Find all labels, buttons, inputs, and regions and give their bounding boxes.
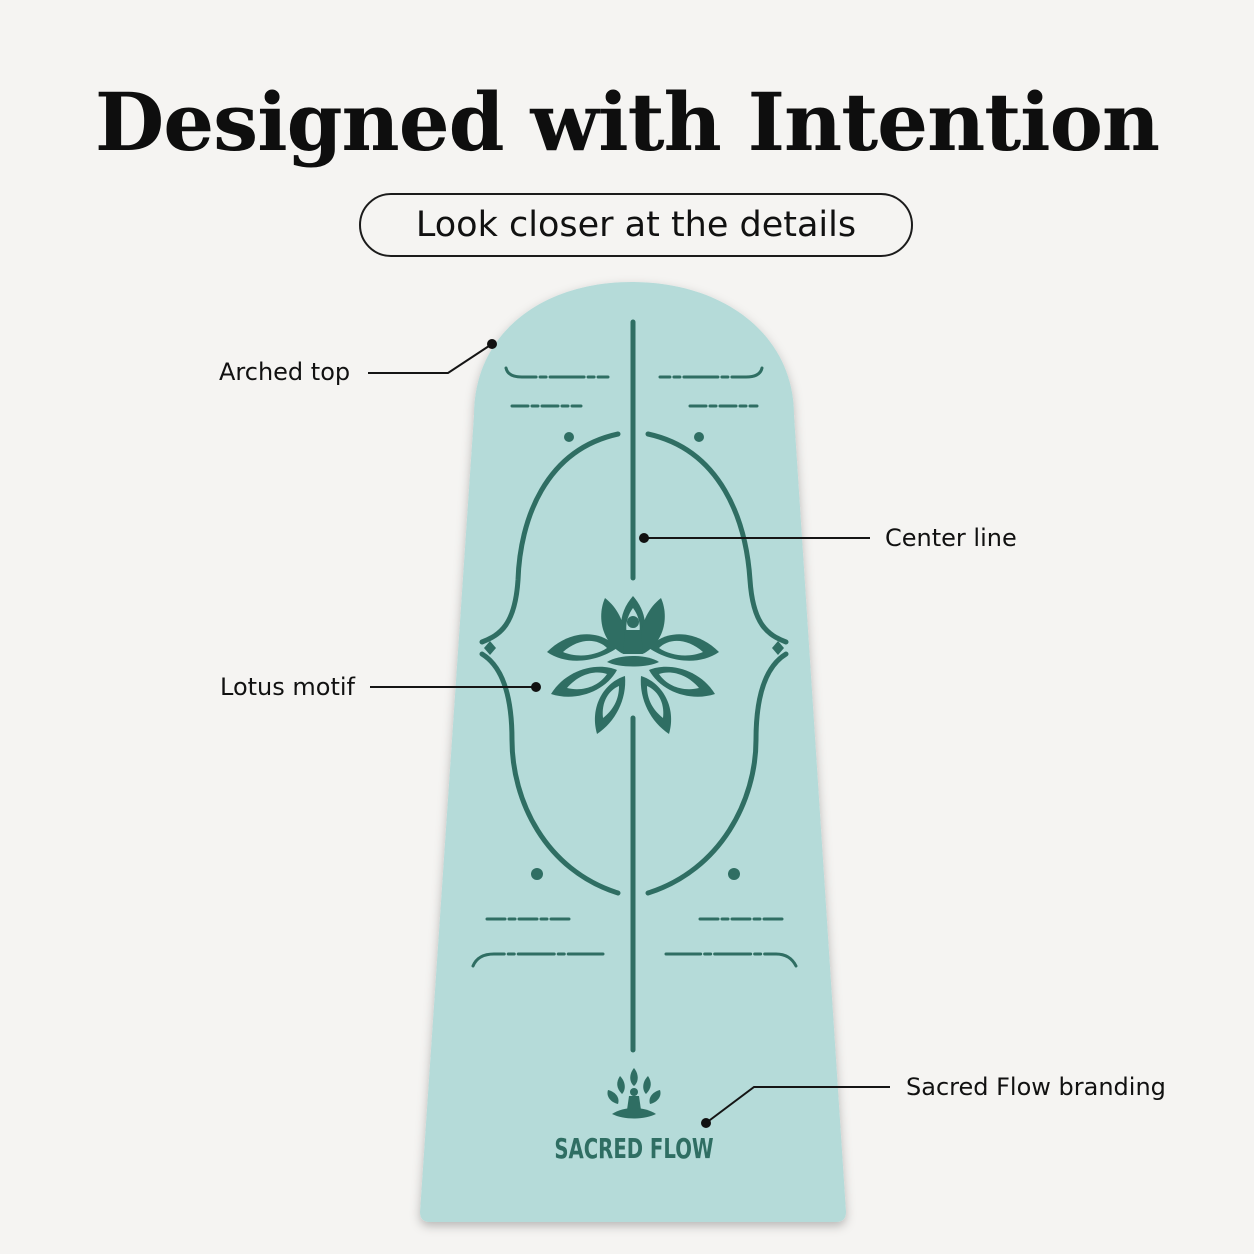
brand-wordmark: SACRED FLOW — [554, 1133, 713, 1165]
callout-branding: Sacred Flow branding — [906, 1073, 1166, 1101]
top-guide-marks — [504, 366, 764, 408]
branding-leader — [705, 1086, 890, 1124]
bottom-guide-marks — [471, 917, 798, 968]
sacred-flow-logo — [607, 1068, 661, 1119]
lotus-motif — [547, 596, 719, 734]
page-title: Designed with Intention — [94, 75, 1160, 169]
subtitle-pill: Look closer at the details — [359, 193, 913, 257]
arched-top-dot — [487, 339, 497, 349]
callout-arched-top: Arched top — [219, 358, 351, 386]
arched-top-leader — [368, 343, 493, 374]
oval-guide — [479, 431, 789, 896]
lotus-motif-dot — [531, 682, 541, 692]
center-line-dot — [639, 533, 649, 543]
callout-center-line: Center line — [885, 524, 1017, 552]
subtitle-text: Look closer at the details — [415, 205, 857, 245]
branding-dot — [701, 1118, 711, 1128]
guide-dots — [484, 432, 784, 880]
callout-lotus-motif: Lotus motif — [220, 673, 355, 701]
